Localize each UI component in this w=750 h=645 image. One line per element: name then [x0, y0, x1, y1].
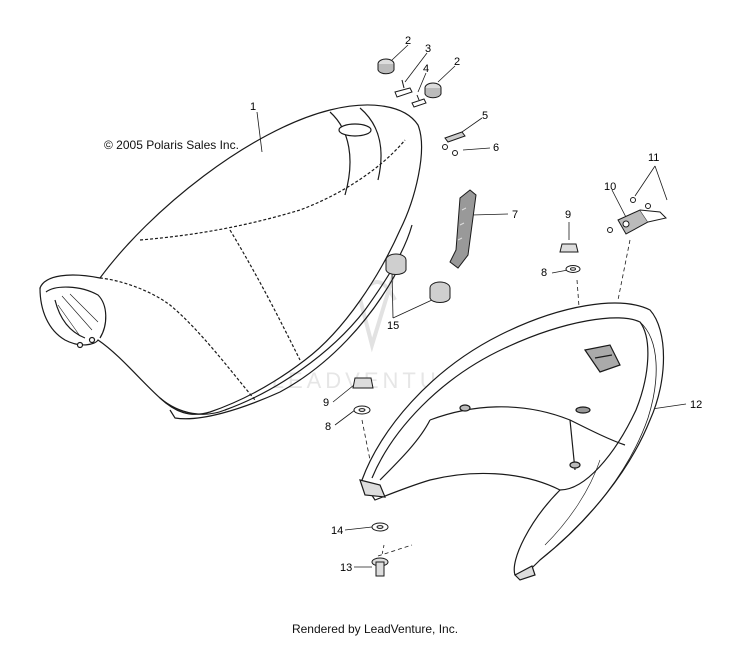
callout-12: 12 [690, 399, 702, 411]
callout-15: 15 [387, 320, 399, 332]
screw-part-6 [442, 144, 458, 156]
callout-9-right: 9 [565, 209, 571, 221]
bracket-part-5 [444, 131, 466, 143]
washer-part-14 [371, 522, 389, 532]
nut-part-2b [424, 82, 442, 99]
screw-part-11 [607, 197, 651, 233]
callout-1: 1 [250, 101, 256, 113]
callout-3: 3 [425, 43, 431, 55]
copyright-notice: © 2005 Polaris Sales Inc. [104, 138, 239, 152]
bumper-part-15a [385, 253, 407, 275]
callout-2b: 2 [454, 56, 460, 68]
nut-part-9-left [352, 377, 374, 389]
strap-part-7 [449, 189, 477, 269]
nut-part-9-right [559, 243, 579, 253]
bumper-part-15b [429, 281, 451, 303]
nut-part-2a [377, 58, 395, 75]
callout-13: 13 [340, 562, 352, 574]
callout-6: 6 [493, 142, 499, 154]
seat-part-1 [39, 104, 423, 420]
callout-5: 5 [482, 110, 488, 122]
leader-lines [256, 44, 687, 568]
callout-7: 7 [512, 209, 518, 221]
clip-part-4 [411, 94, 427, 108]
latch-part-10 [617, 209, 667, 235]
callout-8-left: 8 [325, 421, 331, 433]
callout-8-right: 8 [541, 267, 547, 279]
callout-9-left: 9 [323, 397, 329, 409]
clip-part-3 [394, 79, 413, 98]
callout-2a: 2 [405, 35, 411, 47]
rendered-by-footer: Rendered by LeadVenture, Inc. [291, 622, 459, 636]
storage-tub-part-12 [359, 302, 664, 581]
bolt-part-13 [371, 557, 389, 577]
callout-11: 11 [648, 152, 659, 164]
callout-numbers: 1 2 3 4 2 5 6 7 9 8 10 11 15 9 8 12 14 1… [250, 35, 702, 574]
callout-4: 4 [423, 63, 429, 75]
callout-10: 10 [604, 181, 616, 193]
washer-part-8-left [353, 405, 371, 415]
washer-part-8-right [565, 265, 581, 273]
callout-14: 14 [331, 525, 343, 537]
